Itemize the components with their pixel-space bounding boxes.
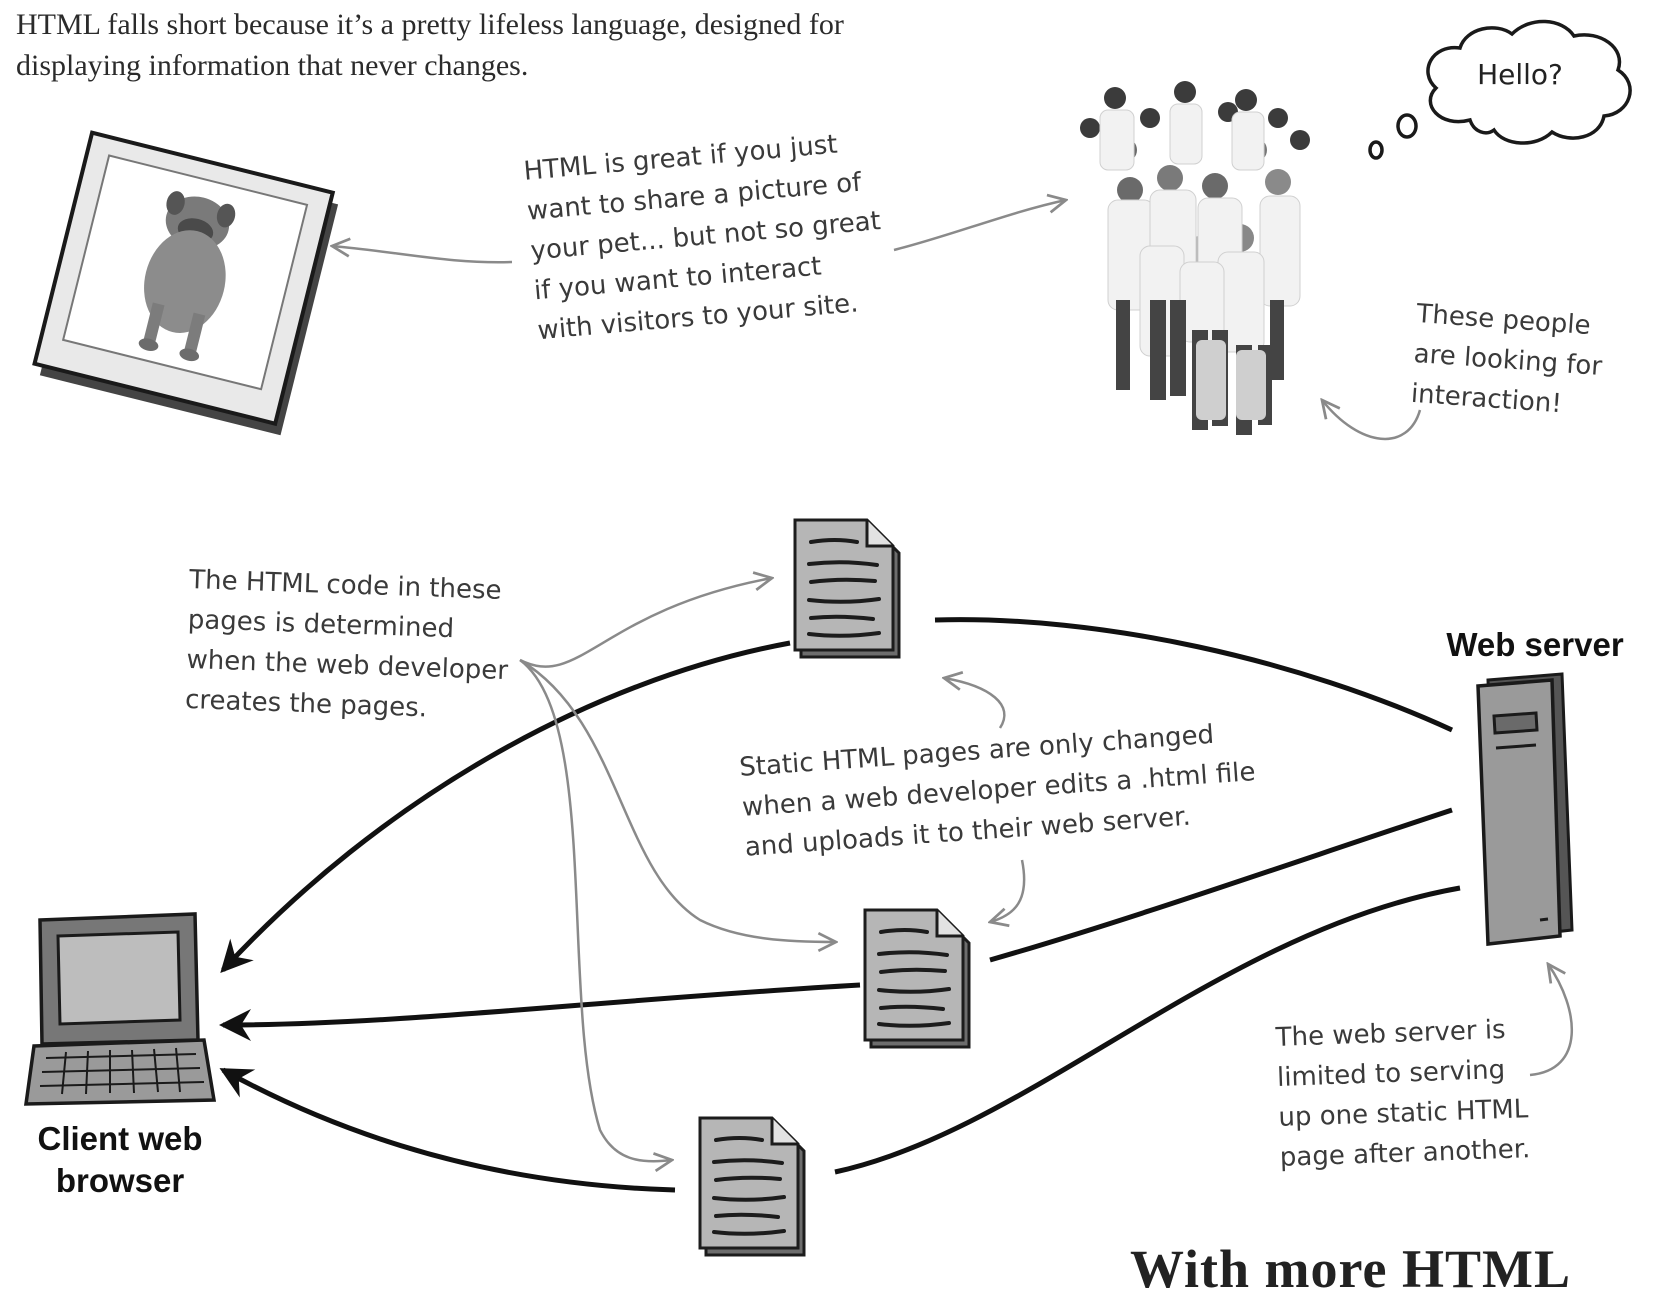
- html-page-icon-middle: [863, 908, 971, 1049]
- client-label-line-1: Client web: [37, 1120, 203, 1157]
- intro-paragraph: HTML falls short because it’s a pretty l…: [16, 4, 976, 86]
- web-server-icon: [1476, 672, 1574, 946]
- thought-bubble-text: Hello?: [1477, 58, 1563, 91]
- client-browser-label: Client web browser: [10, 1118, 230, 1202]
- code-note: The HTML code in these pages is determin…: [184, 564, 509, 724]
- web-server-label: Web server: [1446, 626, 1624, 663]
- connection-lines: [219, 617, 1461, 1193]
- html-page-icon-top: [793, 518, 901, 659]
- pet-note: HTML is great if you just want to share …: [522, 129, 882, 347]
- thought-bubble: [1368, 19, 1632, 160]
- diagram-canvas: [23, 19, 1632, 1257]
- annotation-arrows: [332, 200, 1573, 1161]
- people-note: These people are looking for interaction…: [1409, 298, 1604, 420]
- pet-photo: [32, 130, 339, 436]
- intro-line-2: displaying information that never change…: [16, 49, 529, 82]
- crowd-image: [1080, 81, 1310, 435]
- client-label-line-2: browser: [55, 1162, 185, 1199]
- server-note: The web server is limited to serving up …: [1275, 1014, 1531, 1173]
- html-page-icon-bottom: [698, 1116, 806, 1257]
- intro-line-1: HTML falls short because it’s a pretty l…: [16, 8, 844, 41]
- cutoff-heading: With more HTML: [1130, 1239, 1571, 1299]
- client-laptop-icon: [23, 912, 217, 1106]
- dog-image: [138, 191, 236, 362]
